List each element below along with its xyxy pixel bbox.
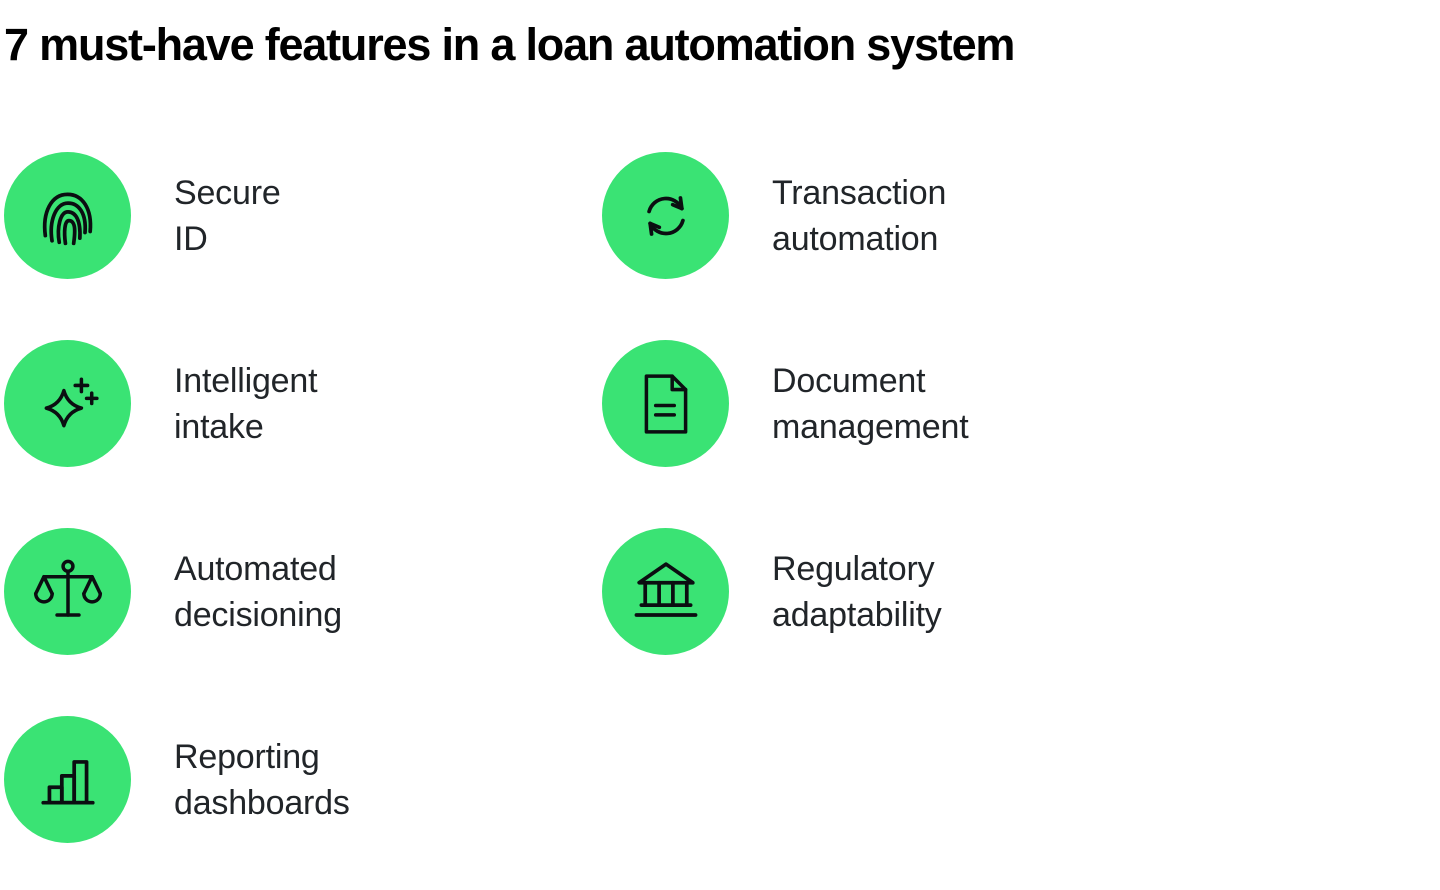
feature-label: Automated decisioning xyxy=(174,549,342,634)
intelligent-intake-icon-circle xyxy=(4,340,131,467)
feature-label: Regulatory adaptability xyxy=(772,549,942,634)
scales-icon xyxy=(33,559,102,617)
page-title: 7 must-have features in a loan automatio… xyxy=(4,19,1015,70)
document-icon xyxy=(644,373,687,434)
bank-icon xyxy=(634,561,697,617)
feature-label: Secure ID xyxy=(174,173,281,258)
feature-label: Document management xyxy=(772,361,969,446)
secure-id-icon-circle xyxy=(4,152,131,279)
sparkle-icon xyxy=(44,376,99,427)
feature-label: Transaction automation xyxy=(772,173,947,258)
document-management-icon-circle xyxy=(602,340,729,467)
transaction-automation-icon-circle xyxy=(602,152,729,279)
reporting-dashboards-icon-circle xyxy=(4,716,131,843)
feature-label: Reporting dashboards xyxy=(174,737,350,822)
automated-decisioning-icon-circle xyxy=(4,528,131,655)
regulatory-adaptability-icon-circle xyxy=(602,528,729,655)
bar-chart-icon xyxy=(40,759,95,805)
fingerprint-icon xyxy=(42,191,92,245)
sync-arrows-icon xyxy=(646,195,685,236)
feature-label: Intelligent intake xyxy=(174,361,318,446)
